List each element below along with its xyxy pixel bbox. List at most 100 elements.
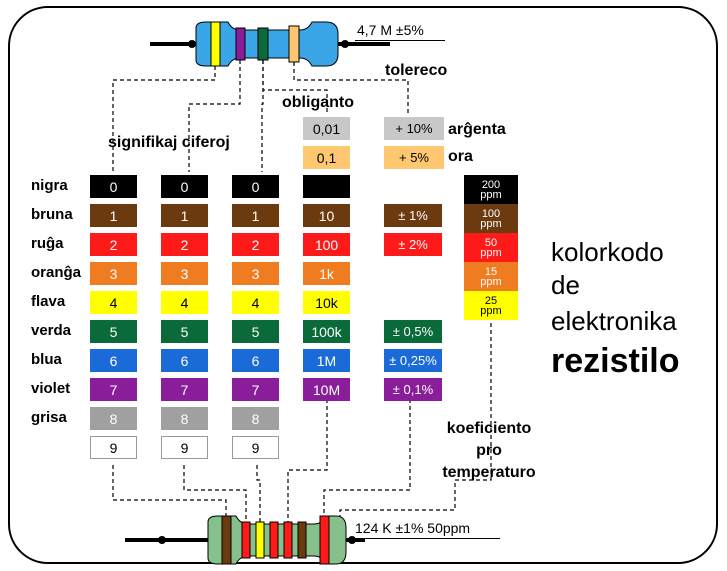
- digit-cell: 7: [232, 378, 279, 401]
- tempco-unit: ppm: [480, 275, 502, 288]
- digit-cell: 9: [90, 436, 137, 459]
- digit-cell: 6: [161, 349, 208, 372]
- top-label-underline: [355, 40, 445, 41]
- title-line1: kolorkodo: [551, 237, 664, 267]
- digit-cell: 0: [232, 175, 279, 198]
- color-name-1: bruna: [31, 206, 73, 223]
- significant-digits-header: signifikaj ciferoj: [108, 134, 230, 151]
- multiplier-header: obliganto: [282, 94, 354, 111]
- multiplier-cell: 1M: [303, 349, 350, 372]
- tempco-value: 15: [484, 265, 498, 278]
- tolerance-cell-gold: + 5%: [384, 146, 444, 169]
- digit-cell: 7: [161, 378, 208, 401]
- digit-cell: 8: [90, 407, 137, 430]
- connector-line: [256, 465, 261, 522]
- tempco-value: 25: [484, 294, 498, 307]
- color-name-4: flava: [31, 293, 66, 310]
- connector-line: [339, 323, 492, 516]
- color-name-0: nigra: [31, 177, 68, 194]
- digit-cell: 8: [161, 407, 208, 430]
- bottom-resistor-label: 124 K ±1% 50ppm: [355, 520, 471, 536]
- digit-cell: 6: [90, 349, 137, 372]
- color-name-3: oranĝa: [31, 264, 82, 281]
- connector-line: [323, 385, 411, 516]
- connector-line: [262, 60, 328, 114]
- multiplier-cell: 10k: [303, 291, 350, 314]
- color-name-5: verda: [31, 322, 72, 339]
- digit-cell: 3: [232, 262, 279, 285]
- color-name-6: blua: [31, 351, 62, 368]
- connector-line: [112, 465, 227, 516]
- connector-line: [287, 385, 328, 522]
- tolerance-cell-brown: ± 1%: [384, 204, 442, 227]
- digit-cell: 8: [232, 407, 279, 430]
- digit-cell: 1: [161, 204, 208, 227]
- digit-cell: 4: [232, 291, 279, 314]
- digit-cell: 5: [232, 320, 279, 343]
- connector-line: [188, 60, 241, 172]
- digit-cell: 7: [90, 378, 137, 401]
- multiplier-cell: 10: [303, 204, 350, 227]
- digit-cell: 2: [161, 233, 208, 256]
- multiplier-cell: [303, 175, 350, 198]
- tempco-unit: ppm: [480, 188, 502, 201]
- tempco-header-line2: pro: [476, 442, 502, 459]
- tempco-header-line1: koeficiento: [446, 420, 532, 437]
- digit-cell: 3: [90, 262, 137, 285]
- tempco-value: 200: [481, 178, 501, 191]
- tolerance-header: tolereco: [385, 62, 448, 79]
- digit-cell: 9: [232, 436, 279, 459]
- digit-cell: 6: [232, 349, 279, 372]
- diagram-frame: [8, 6, 718, 564]
- color-name-2: ruĝa: [31, 235, 64, 252]
- tolerance-cell-blue: ± 0,25%: [384, 349, 442, 372]
- digit-cell: 4: [161, 291, 208, 314]
- silver-label: arĝenta: [448, 121, 506, 138]
- tolerance-cell-violet: ± 0,1%: [384, 378, 442, 401]
- digit-cell: 1: [90, 204, 137, 227]
- color-name-8: grisa: [31, 409, 67, 426]
- tempco-value: 50: [484, 236, 498, 249]
- tolerance-cell-green: ± 0,5%: [384, 320, 442, 343]
- tolerance-cell-silver: + 10%: [384, 117, 444, 140]
- multiplier-cell-gold: 0,1: [303, 146, 350, 169]
- digit-cell: 0: [161, 175, 208, 198]
- digit-cell: 4: [90, 291, 137, 314]
- connector-line: [112, 66, 216, 172]
- digit-cell: 5: [90, 320, 137, 343]
- connector-line: [293, 62, 409, 114]
- gold-label: ora: [448, 148, 473, 165]
- multiplier-cell: 10M: [303, 378, 350, 401]
- multiplier-cell: 100: [303, 233, 350, 256]
- digit-cell: 1: [232, 204, 279, 227]
- top-resistor-label: 4,7 M ±5%: [357, 22, 424, 38]
- digit-cell: 0: [90, 175, 137, 198]
- digit-cell: 3: [161, 262, 208, 285]
- tempco-value: 100: [481, 207, 501, 220]
- connector-line: [183, 465, 247, 522]
- digit-cell: 2: [232, 233, 279, 256]
- multiplier-cell-silver: 0,01: [303, 117, 350, 140]
- tolerance-cell-red: ± 2%: [384, 233, 442, 256]
- tempco-unit: ppm: [480, 246, 502, 259]
- color-name-7: violet: [31, 380, 71, 397]
- title-line2: de: [551, 270, 580, 300]
- digit-cell: 5: [161, 320, 208, 343]
- tempco-header: koeficiento pro temperaturo: [435, 418, 543, 484]
- digit-cell: 9: [161, 436, 208, 459]
- multiplier-cell: 100k: [303, 320, 350, 343]
- tempco-unit: ppm: [480, 304, 502, 317]
- multiplier-cell: 1k: [303, 262, 350, 285]
- digit-cell: 2: [90, 233, 137, 256]
- title-line3: elektronika: [551, 306, 677, 336]
- tempco-header-line3: temperaturo: [442, 464, 536, 481]
- bottom-label-underline: [352, 538, 500, 539]
